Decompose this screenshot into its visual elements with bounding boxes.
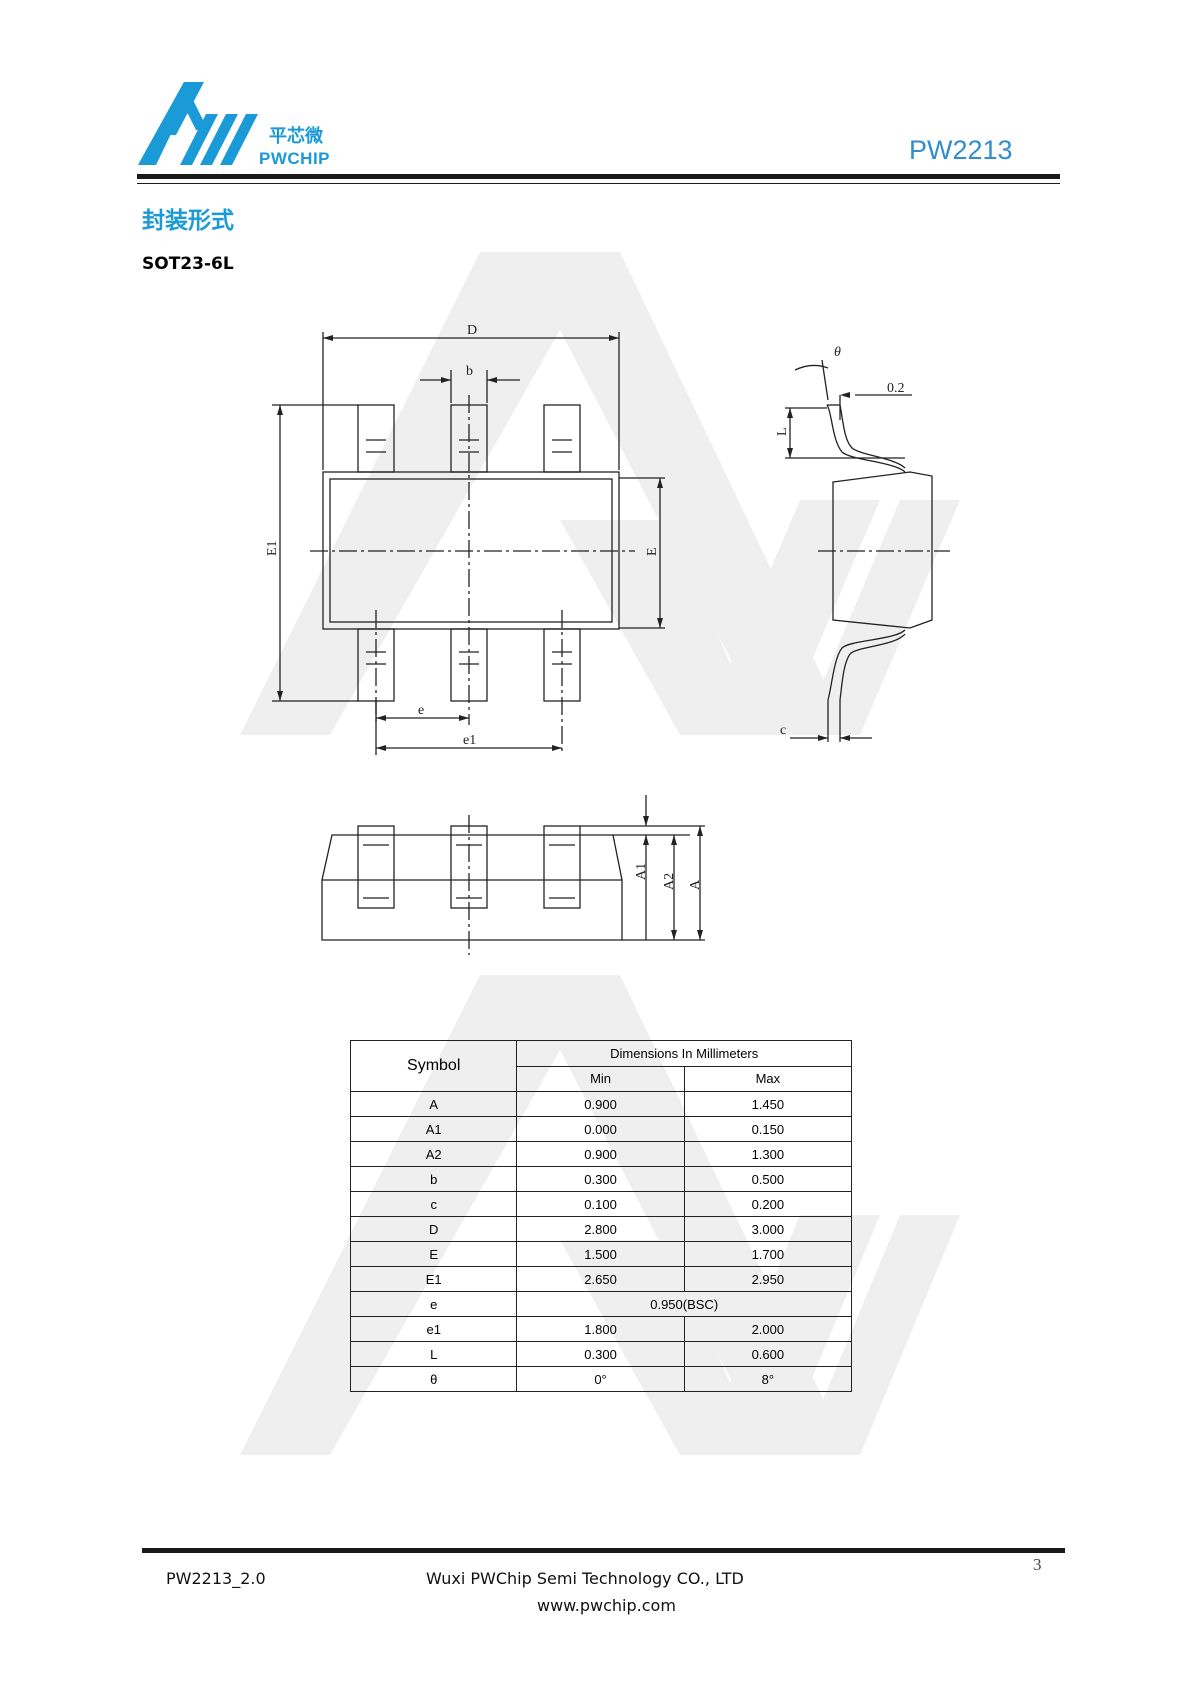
max-cell: 1.300 (683, 1141, 853, 1167)
table-row: b 0.300 0.500 (349, 1166, 853, 1192)
min-cell: 1.500 (516, 1241, 685, 1267)
label-E: E (645, 547, 660, 556)
max-cell: 1.700 (683, 1241, 853, 1267)
min-cell: 0.100 (516, 1191, 685, 1217)
symbol-header: Symbol (349, 1040, 518, 1092)
table-subheader-row: Min Max (351, 1065, 853, 1092)
min-header: Min (516, 1065, 685, 1092)
table-row: θ 0° 8° (349, 1366, 853, 1392)
max-cell: 0.600 (683, 1341, 853, 1367)
symbol-cell: E1 (349, 1266, 518, 1292)
symbol-cell: L (349, 1341, 518, 1367)
table-row: E 1.500 1.700 (349, 1241, 853, 1267)
label-E1: E1 (265, 540, 280, 556)
max-cell: 0.200 (683, 1191, 853, 1217)
logo-chinese-name: 平芯微 (269, 126, 323, 147)
label-L: L (775, 427, 790, 436)
min-cell: 1.800 (516, 1316, 685, 1342)
table-row: c 0.100 0.200 (349, 1191, 853, 1217)
pwchip-logo-mark (138, 82, 258, 165)
symbol-cell: D (349, 1216, 518, 1242)
table-row: D 2.800 3.000 (349, 1216, 853, 1242)
min-cell: 0.000 (516, 1116, 685, 1142)
max-cell: 1.450 (683, 1091, 853, 1117)
label-c: c (780, 723, 786, 738)
table-row: L 0.300 0.600 (349, 1341, 853, 1367)
table-row: e1 1.800 2.000 (349, 1316, 853, 1342)
symbol-cell: A1 (349, 1116, 518, 1142)
page-number: 3 (1033, 1555, 1042, 1574)
header-rule-thin (137, 183, 1060, 184)
symbol-cell: A (349, 1091, 518, 1117)
max-cell: 2.000 (683, 1316, 853, 1342)
label-A1: A1 (634, 863, 649, 880)
side-view-drawing: θ 0.2 L c (775, 345, 950, 742)
header-rule-thick (137, 174, 1060, 179)
label-b: b (466, 364, 473, 379)
label-D: D (467, 323, 477, 338)
max-cell: 0.150 (683, 1116, 853, 1142)
table-row: E1 2.650 2.950 (349, 1266, 853, 1292)
symbol-cell: A2 (349, 1141, 518, 1167)
symbol-cell: E (349, 1241, 518, 1267)
label-e1: e1 (463, 733, 476, 748)
part-number: PW2213 (909, 135, 1013, 165)
symbol-cell: e1 (349, 1316, 518, 1342)
doc-version: PW2213_2.0 (166, 1569, 266, 1588)
max-cell: 2.950 (683, 1266, 853, 1292)
table-row: A1 0.000 0.150 (349, 1116, 853, 1142)
min-cell: 2.650 (516, 1266, 685, 1292)
label-A2: A2 (662, 873, 677, 890)
dimensions-table: Symbol Dimensions In Millimeters Min Max… (349, 1040, 853, 1392)
min-cell: 0° (516, 1366, 685, 1392)
footer-rule (142, 1548, 1065, 1553)
max-cell: 8° (683, 1366, 853, 1392)
label-theta: θ (834, 345, 841, 360)
logo-english-name: PWCHIP (259, 149, 330, 168)
min-cell: 2.800 (516, 1216, 685, 1242)
table-row: A 0.900 1.450 (349, 1091, 853, 1117)
max-cell: 3.000 (683, 1216, 853, 1242)
table-row: A2 0.900 1.300 (349, 1141, 853, 1167)
min-cell: 0.300 (516, 1166, 685, 1192)
symbol-cell: c (349, 1191, 518, 1217)
company-name: Wuxi PWChip Semi Technology CO., LTD (426, 1569, 744, 1588)
front-view-drawing: A1 A2 A (321, 795, 705, 955)
symbol-cell: θ (349, 1366, 518, 1392)
symbol-cell: e (349, 1291, 518, 1317)
label-tolerance: 0.2 (887, 381, 905, 396)
dimensions-header: Dimensions In Millimeters (516, 1040, 852, 1067)
min-cell: 0.900 (516, 1141, 685, 1167)
min-cell: 0.300 (516, 1341, 685, 1367)
company-website: www.pwchip.com (537, 1596, 676, 1615)
max-header: Max (683, 1065, 853, 1092)
max-cell: 0.500 (683, 1166, 853, 1192)
bsc-cell: 0.950(BSC) (516, 1291, 852, 1317)
min-cell: 0.900 (516, 1091, 685, 1117)
label-A: A (688, 879, 703, 890)
section-title: 封装形式 (142, 208, 234, 234)
table-header-row: Symbol Dimensions In Millimeters (349, 1040, 852, 1092)
package-name: SOT23-6L (142, 254, 234, 274)
label-e: e (418, 703, 424, 718)
symbol-cell: b (349, 1166, 518, 1192)
top-view-drawing: D b E1 E e e1 (265, 323, 665, 755)
table-row: e 0.950(BSC) (349, 1291, 852, 1317)
